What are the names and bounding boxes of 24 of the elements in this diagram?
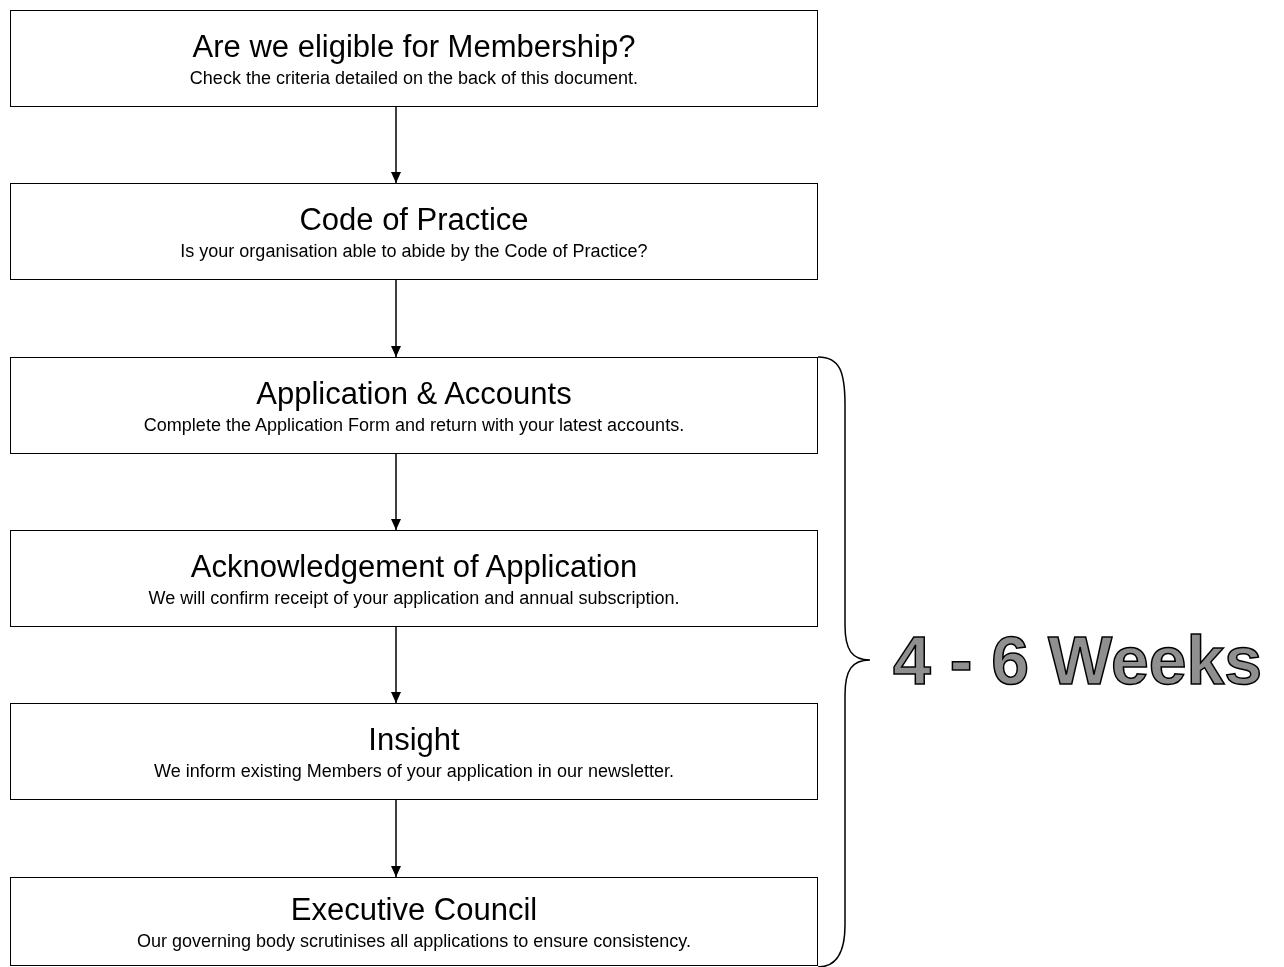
step-title: Application & Accounts bbox=[256, 374, 572, 413]
step-title: Executive Council bbox=[290, 890, 538, 929]
process-box bbox=[10, 530, 818, 627]
step-description: Is your organisation able to abide by the Code of Practice? bbox=[180, 239, 648, 263]
arrow bbox=[391, 106, 401, 184]
arrow bbox=[391, 453, 401, 531]
process-box bbox=[10, 10, 818, 107]
step-description: Check the criteria detailed on the back of this document. bbox=[189, 66, 639, 90]
arrow bbox=[391, 626, 401, 704]
step-title: Are we eligible for Membership? bbox=[192, 27, 636, 66]
step-description: Our governing body scrutinises all applications to ensure consistency. bbox=[137, 929, 691, 953]
process-box bbox=[10, 877, 818, 966]
step-title: Code of Practice bbox=[299, 200, 529, 239]
duration-label: 4 - 6 Weeks bbox=[893, 622, 1263, 698]
arrow bbox=[391, 279, 401, 358]
step-description: We inform existing Members of your application in our newsletter. bbox=[154, 759, 674, 783]
process-box bbox=[10, 183, 818, 280]
step-title: Acknowledgement of Application bbox=[190, 547, 638, 586]
step-description: We will confirm receipt of your application and annual subscription. bbox=[148, 586, 680, 610]
arrow bbox=[391, 799, 401, 878]
process-box bbox=[10, 703, 818, 800]
step-title: Insight bbox=[368, 720, 460, 759]
step-description: Complete the Application Form and return with your latest accounts. bbox=[143, 413, 685, 437]
process-box bbox=[10, 357, 818, 454]
